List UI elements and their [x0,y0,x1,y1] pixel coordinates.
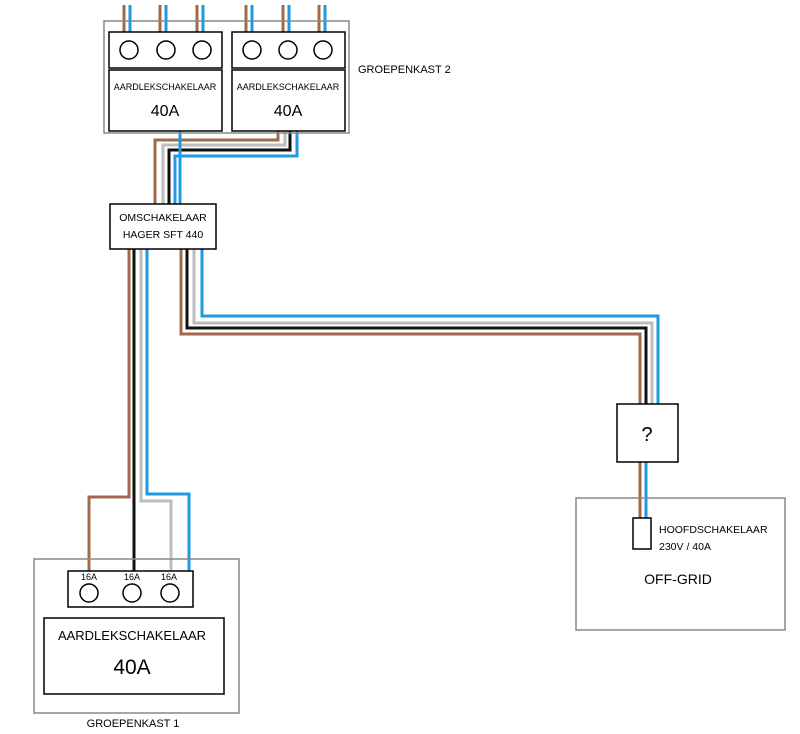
breaker-gk1-rating: 40A [113,656,150,679]
groepenkast-1-title: GROEPENKAST 1 [87,718,180,730]
fuse-label: 16A [124,572,140,582]
wire-grey [161,131,287,204]
breaker-left [108,69,223,132]
breaker-gk1-name: AARDLEKSCHAKELAAR [58,628,206,643]
offgrid-enclosure [575,497,786,631]
wire-blue [173,131,299,204]
fuse-terminal [242,40,262,60]
fuse-terminal [79,583,99,603]
unknown-component: ? [616,403,679,463]
wires-unknown-to-hoofdschakelaar [638,462,648,518]
fuse-terminal [278,40,298,60]
wire-blue [145,249,191,571]
wire-black [185,249,648,404]
wire-grey [192,249,654,404]
groepenkast-1-enclosure [33,558,240,714]
fuse-terminal [156,40,176,60]
fuse-label: 16A [161,572,177,582]
offgrid-title: OFF-GRID [644,571,712,587]
wires-omschakelaar-to-unknown [179,249,660,404]
omschakelaar-line2: HAGER SFT 440 [123,229,203,241]
wires-gk2-to-omschakelaar [153,131,299,204]
groepenkast-2: AARDLEKSCHAKELAAR 40A AARDLEKSCHAKELAAR … [103,20,451,134]
groepenkast-2-enclosure [103,20,350,134]
breaker-right-name: AARDLEKSCHAKELAAR [237,82,340,92]
fuse-terminal [192,40,212,60]
breaker-left-rating: 40A [151,103,180,120]
breaker-right-rating: 40A [274,103,303,120]
unknown-component-box [616,403,679,463]
unknown-component-symbol: ? [641,424,652,446]
offgrid: HOOFDSCHAKELAAR 230V / 40A OFF-GRID [575,497,786,631]
wire-grey [139,249,173,571]
wire-brown [87,249,131,571]
hoofdschakelaar-symbol [632,517,652,550]
wire-brown [153,131,280,204]
breaker-gk1 [43,617,225,695]
omschakelaar: OMSCHAKELAAR HAGER SFT 440 [109,203,217,250]
groepenkast-2-title: GROEPENKAST 2 [358,64,451,76]
breaker-left-name: AARDLEKSCHAKELAAR [114,82,217,92]
omschakelaar-box [109,203,217,250]
breaker-right [231,69,346,132]
incoming-wires-groepenkast-2 [122,5,327,32]
wires-omschakelaar-to-gk1 [87,249,191,571]
wire-brown [179,249,642,404]
wires [87,5,660,571]
groepenkast-1: 16A 16A 16A AARDLEKSCHAKELAAR 40A GROEPE… [33,558,240,730]
fuse-label: 16A [81,572,97,582]
wire-blue [200,249,660,404]
hoofdschakelaar-line1: HOOFDSCHAKELAAR [659,524,768,536]
hoofdschakelaar-line2: 230V / 40A [659,541,711,553]
fuse-terminal [122,583,142,603]
omschakelaar-line1: OMSCHAKELAAR [119,212,207,224]
wire-black [167,131,292,204]
fuse-terminal [160,583,180,603]
fuse-terminal [313,40,333,60]
fuse-terminal [119,40,139,60]
